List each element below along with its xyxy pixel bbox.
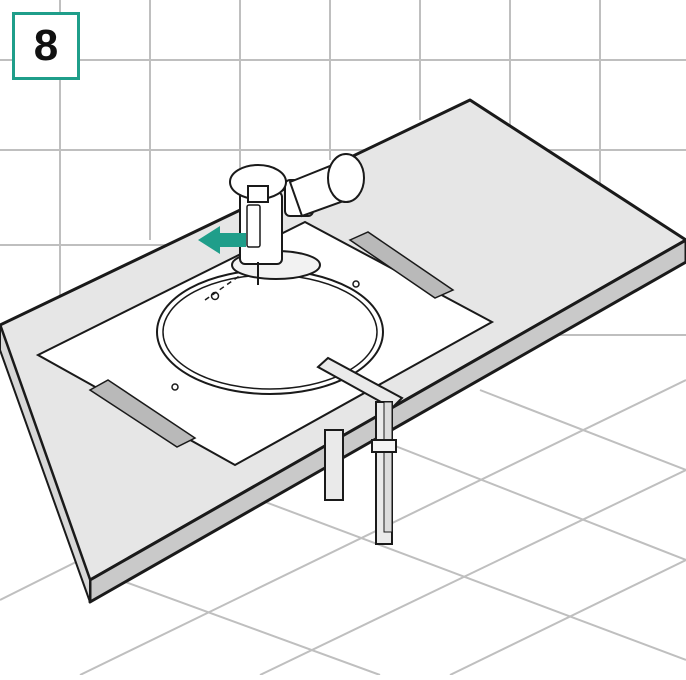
mounting-hole [172,384,178,390]
step-number-badge: 8 [12,12,80,80]
sink-drain-pipe [325,430,343,500]
mounting-hole [353,281,359,287]
